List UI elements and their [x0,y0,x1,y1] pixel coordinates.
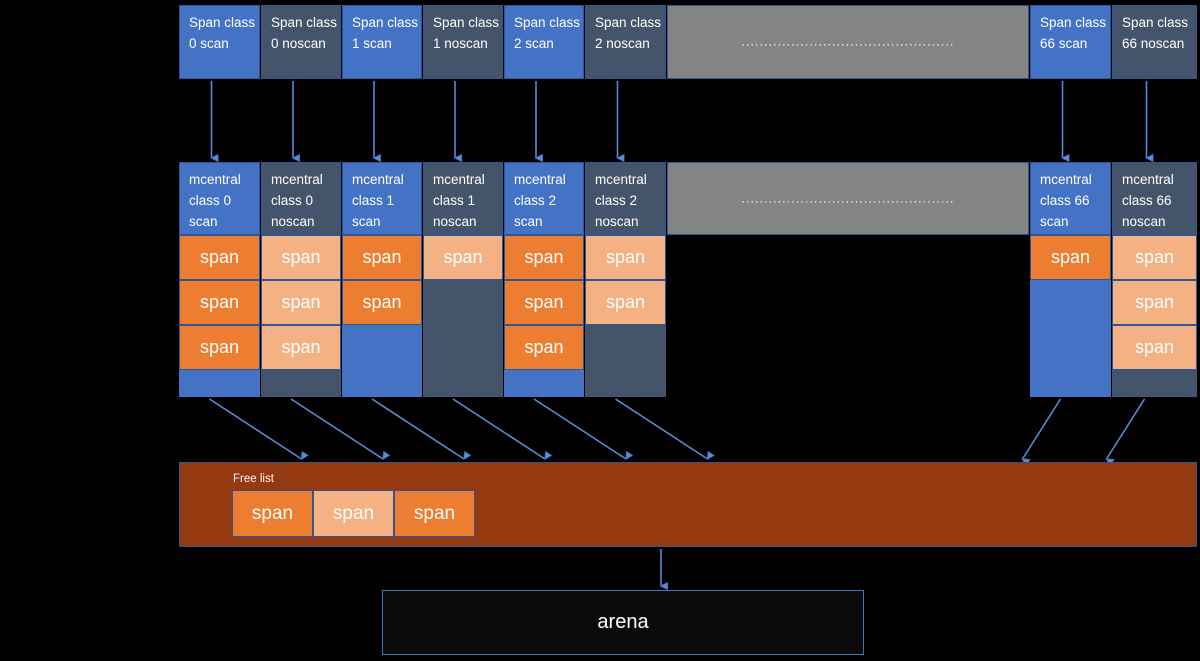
span-class-0-scan[interactable]: Span class 0 scan [179,5,260,79]
span-label: span [199,292,240,312]
mcentral-span-cell[interactable]: span [1112,280,1197,325]
span-class-66-scan[interactable]: Span class 66 scan [1030,5,1111,79]
arena-label: arena [597,611,649,633]
mcentral-span-cell[interactable]: span [504,325,584,370]
cell-label: Span class 0 noscan [271,15,338,51]
span-label: span [524,292,564,312]
span-label: span [605,292,646,312]
cell-label: Span class 66 noscan [1122,15,1189,51]
cell-label: mcentral class 2 noscan [595,172,647,229]
mcentral-span-cell[interactable]: span [1030,235,1111,280]
mcentral-span-cell[interactable]: span [179,325,260,370]
mcentral-class-0-noscan-free-area [261,370,341,397]
mcentral-ellipsis[interactable]: ........................................… [667,162,1029,235]
span-label: span [362,247,402,267]
mcentral-span-cell[interactable]: span [261,280,341,325]
span-label: span [362,292,402,312]
cell-label: mcentral class 1 noscan [433,172,485,229]
span-class-1-scan[interactable]: Span class 1 scan [342,5,422,79]
mcentral-span-cell[interactable]: span [342,235,422,280]
mcentral-span-cell[interactable]: span [504,235,584,280]
arrow-mcentral-to-freelist [209,398,302,459]
cell-label: mcentral class 0 scan [189,172,241,229]
ellipsis-dots: ........................................… [741,34,955,49]
mcentral-span-cell[interactable]: span [179,235,260,280]
span-class-2-scan[interactable]: Span class 2 scan [504,5,584,79]
mcentral-class-66-noscan-free-area [1112,370,1197,397]
cell-label: Span class 1 noscan [433,15,500,51]
cell-label: Span class 2 noscan [595,15,662,51]
cell-label: Span class 2 scan [514,15,581,51]
free-list-span[interactable]: span [313,490,394,537]
mcentral-span-cell[interactable]: span [504,280,584,325]
mcentral-class-2-noscan-free-area [585,325,666,397]
free-list-panel: Free list span span span [179,462,1197,547]
mcentral-class-1-noscan[interactable]: mcentral class 1 noscan [423,162,503,235]
mcentral-span-cell[interactable]: span [1112,325,1197,370]
arena-box: arena [382,590,864,655]
span-class-2-noscan[interactable]: Span class 2 noscan [585,5,666,79]
span-label: span [413,502,456,524]
arrow-mcentral-to-freelist [290,398,383,459]
mcentral-class-0-scan-free-area [179,370,260,397]
mcentral-span-cell[interactable]: span [261,325,341,370]
span-label: span [281,247,321,267]
arrow-mcentral-to-freelist [533,398,626,459]
mcentral-class-0-noscan[interactable]: mcentral class 0 noscan [261,162,341,235]
span-label: span [524,337,564,357]
span-label: span [1134,337,1175,357]
arrow-mcentral-to-freelist [452,398,545,459]
mcentral-class-2-scan[interactable]: mcentral class 2 scan [504,162,584,235]
mcentral-class-66-scan[interactable]: mcentral class 66 scan [1030,162,1111,235]
mcentral-span-cell[interactable]: span [423,235,503,280]
mcentral-class-2-noscan[interactable]: mcentral class 2 noscan [585,162,666,235]
free-list-span[interactable]: span [232,490,313,537]
cell-label: Span class 1 scan [352,15,419,51]
mcentral-span-cell[interactable]: span [585,235,666,280]
mcentral-span-cell[interactable]: span [342,280,422,325]
span-class-1-noscan[interactable]: Span class 1 noscan [423,5,503,79]
arrow-mcentral-to-freelist [1107,398,1146,459]
cell-label: Span class 66 scan [1040,15,1107,51]
mcentral-span-cell[interactable]: span [179,280,260,325]
cell-label: mcentral class 66 noscan [1122,172,1174,229]
arrow-mcentral-to-freelist [615,398,708,459]
span-label: span [199,247,240,267]
mcentral-class-66-scan-free-area [1030,280,1111,397]
mcentral-class-2-scan-free-area [504,370,584,397]
mcentral-class-1-scan-free-area [342,325,422,397]
cell-label: Span class 0 scan [189,15,256,51]
arrow-mcentral-to-freelist [1023,398,1062,459]
free-list-span[interactable]: span [394,490,475,537]
mcentral-span-cell[interactable]: span [1112,235,1197,280]
span-label: span [281,337,321,357]
span-label: span [605,247,646,267]
mcentral-class-1-noscan-free-area [423,280,503,397]
mcentral-class-1-scan[interactable]: mcentral class 1 scan [342,162,422,235]
span-label: span [199,337,240,357]
mcentral-span-cell[interactable]: span [261,235,341,280]
free-list-title: Free list [233,473,274,485]
span-label: span [332,502,375,524]
span-label: span [281,292,321,312]
mcentral-class-0-scan[interactable]: mcentral class 0 scan [179,162,260,235]
cell-label: mcentral class 2 scan [514,172,566,229]
span-label: span [251,502,294,524]
span-label: span [1134,292,1175,312]
span-ellipsis[interactable]: ........................................… [667,5,1029,79]
span-label: span [443,247,483,267]
mcentral-class-66-noscan[interactable]: mcentral class 66 noscan [1112,162,1197,235]
cell-label: mcentral class 66 scan [1040,172,1092,229]
ellipsis-dots: ........................................… [741,191,955,205]
span-class-0-noscan[interactable]: Span class 0 noscan [261,5,341,79]
span-label: span [1050,247,1091,267]
span-label: span [1134,247,1175,267]
span-class-66-noscan[interactable]: Span class 66 noscan [1112,5,1197,79]
arrow-mcentral-to-freelist [371,398,464,459]
cell-label: mcentral class 1 scan [352,172,404,229]
mcentral-span-cell[interactable]: span [585,280,666,325]
cell-label: mcentral class 0 noscan [271,172,323,229]
span-label: span [524,247,564,267]
